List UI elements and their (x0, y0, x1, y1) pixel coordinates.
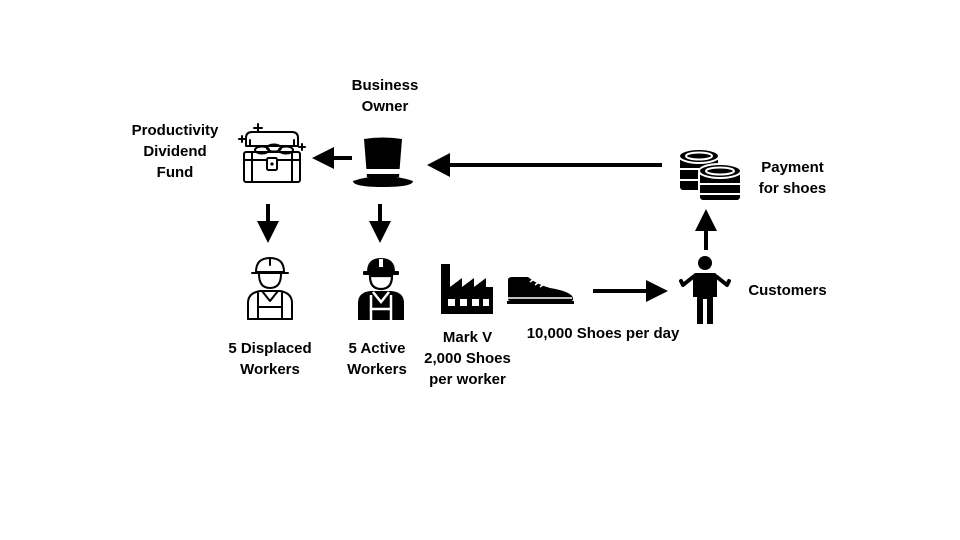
top-hat-icon (353, 137, 413, 187)
customers-label: Customers (748, 282, 827, 299)
worker-outline-icon (247, 257, 293, 320)
worker-filled-icon (358, 258, 404, 320)
coin-stack-icon (678, 148, 742, 202)
active-workers-label: 5 Active Workers (347, 340, 407, 378)
factory-icon (441, 264, 493, 314)
factory-label: Mark V 2,000 Shoes per worker (424, 329, 511, 388)
shoe-icon (507, 277, 574, 304)
business-owner-label: Business Owner (351, 77, 419, 115)
output-label: 10,000 Shoes per day (526, 325, 680, 342)
person-shrugging-icon (679, 256, 731, 324)
treasure-chest-icon (238, 123, 306, 183)
displaced-workers-label: 5 Displaced Workers (228, 340, 312, 378)
dividend-fund-label: Productivity Dividend Fund (131, 122, 219, 181)
payment-label: Payment for shoes (758, 159, 827, 197)
